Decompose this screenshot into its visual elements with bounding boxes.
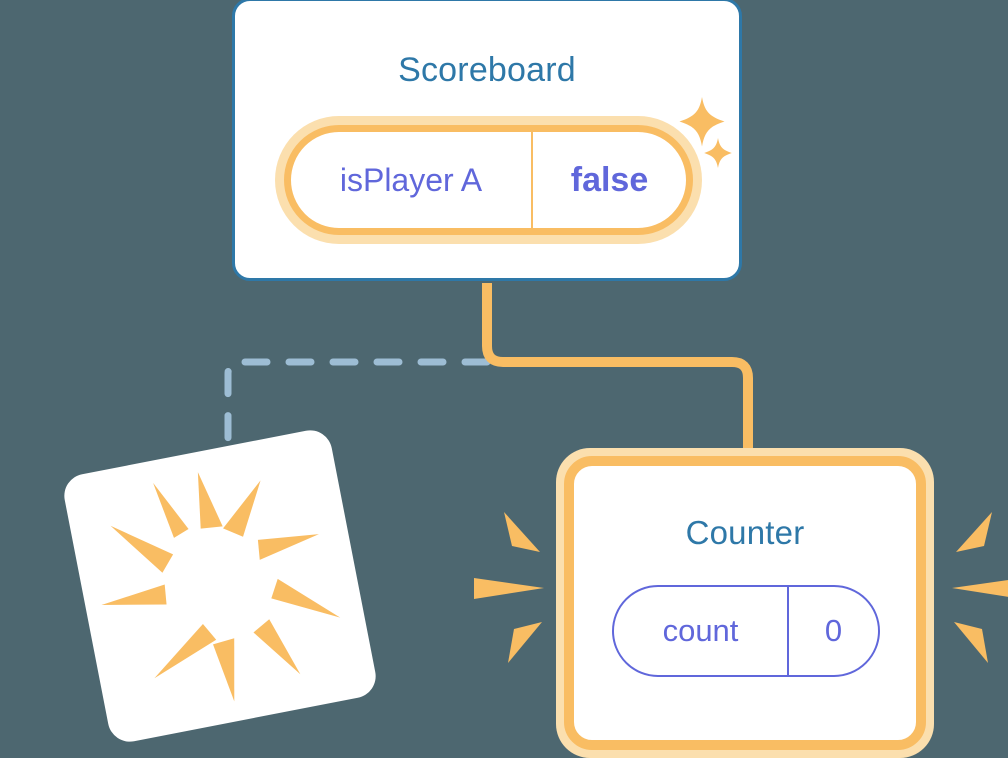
counter-burst-rays-left: [472, 500, 552, 675]
counter-state-key: count: [614, 587, 789, 675]
counter-title: Counter: [685, 514, 805, 551]
counter-card-inner: Counter count 0: [564, 456, 926, 750]
counter-state-pill[interactable]: count 0: [612, 585, 880, 677]
scoreboard-state-key: isPlayer A: [291, 132, 533, 228]
scoreboard-state-value: false: [570, 160, 649, 199]
scoreboard-title: Scoreboard: [398, 51, 576, 89]
blank-rotated-card[interactable]: [60, 426, 380, 746]
scoreboard-state-pill[interactable]: isPlayer A false: [275, 116, 702, 244]
scoreboard-state-pill-inner: isPlayer A false: [284, 125, 693, 235]
counter-card[interactable]: Counter count 0: [556, 448, 934, 758]
starburst-icon: [61, 427, 380, 746]
sparkle-small-icon: [703, 137, 733, 169]
counter-burst-rays-right: [944, 500, 1008, 675]
counter-state-value: 0: [824, 613, 843, 648]
solid-connector-to-counter: [482, 283, 753, 470]
sparkle-large-icon: [678, 96, 726, 148]
